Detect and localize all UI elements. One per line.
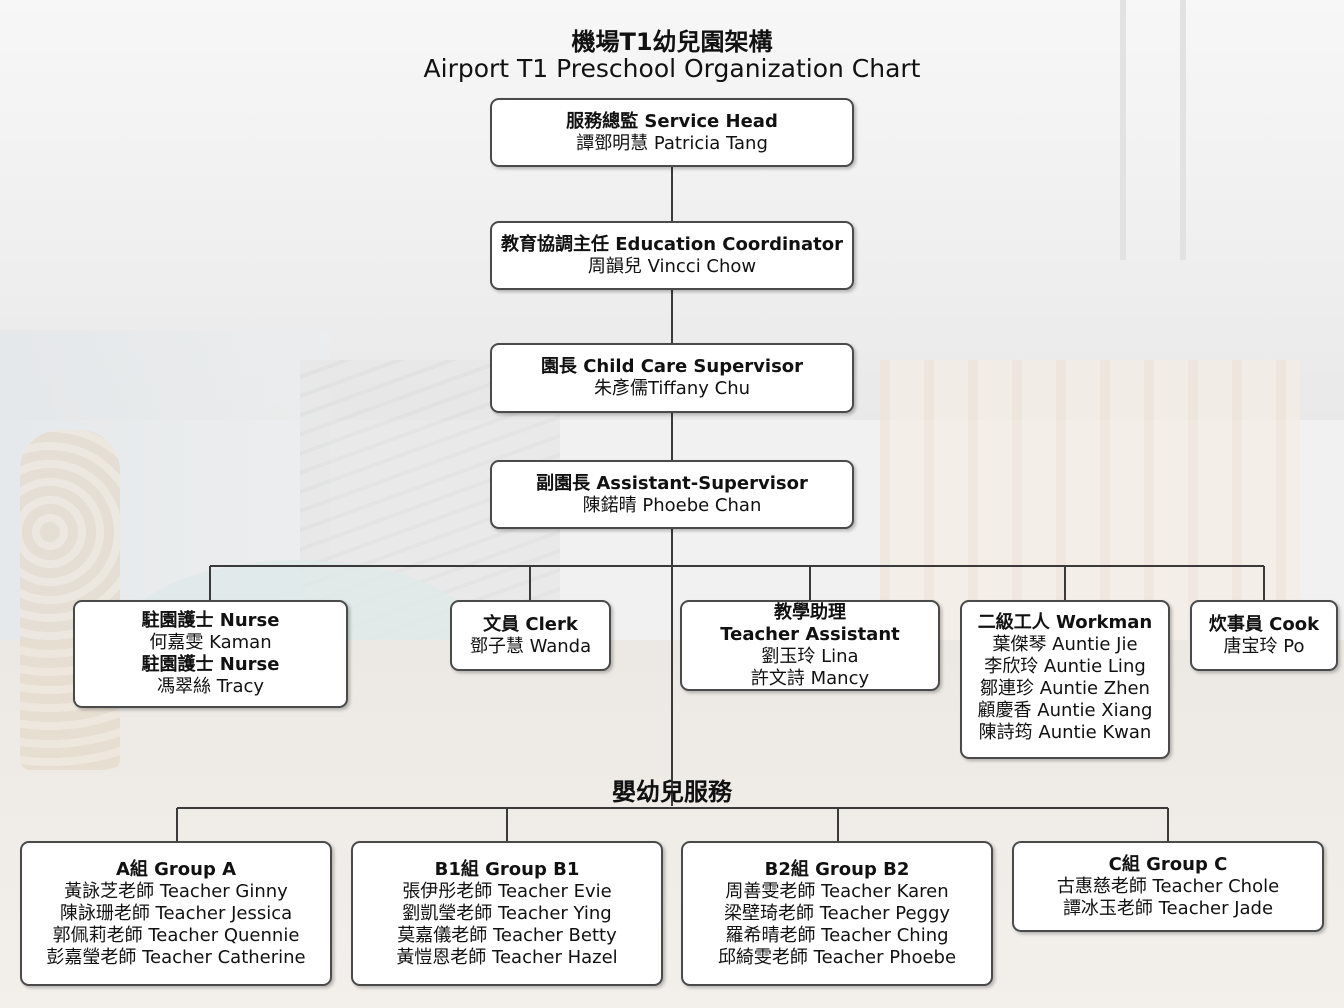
teacher-name: 邱綺雯老師 Teacher Phoebe [717,946,957,968]
group-label: B2組 Group B2 [764,858,910,880]
role-label: 駐園護士 Nurse [141,654,280,675]
role-label: 教育協調主任 Education Coordinator [501,233,843,255]
person-name: 李欣玲 Auntie Ling [984,656,1146,677]
role-label: 炊事員 Cook [1208,613,1320,635]
supervisor-box: 園長 Child Care Supervisor 朱彥儒Tiffany Chu [490,343,854,413]
teacher-name: 周善雯老師 Teacher Karen [725,880,949,902]
cook-box: 炊事員 Cook 唐宝玲 Po [1190,600,1338,671]
teacher-name: 彭嘉瑩老師 Teacher Catherine [46,946,306,968]
clerk-box: 文員 Clerk 鄧子慧 Wanda [450,600,611,671]
person-name: 劉玉玲 Lina [761,645,859,667]
role-label: 副園長 Assistant-Supervisor [536,472,808,494]
teacher-assistant-box: 教學助理 Teacher Assistant 劉玉玲 Lina 許文詩 Manc… [680,600,940,691]
role-label: Teacher Assistant [720,623,900,645]
role-label: 服務總監 Service Head [566,110,778,132]
person-name: 馮翠絲 Tracy [156,676,265,697]
person-name: 朱彥儒Tiffany Chu [593,378,751,399]
person-name: 何嘉雯 Kaman [149,632,272,653]
teacher-name: 莫嘉儀老師 Teacher Betty [397,924,617,946]
service-head-box: 服務總監 Service Head 譚鄧明慧 Patricia Tang [490,98,854,167]
person-name: 陳鍩晴 Phoebe Chan [582,494,762,516]
assistant-supervisor-box: 副園長 Assistant-Supervisor 陳鍩晴 Phoebe Chan [490,460,854,529]
teacher-name: 劉凱瑩老師 Teacher Ying [402,902,612,924]
nurse-box: 駐園護士 Nurse 何嘉雯 Kaman 駐園護士 Nurse 馮翠絲 Trac… [73,600,348,708]
teacher-name: 羅希晴老師 Teacher Ching [725,924,949,946]
role-label: 園長 Child Care Supervisor [540,356,804,377]
teacher-name: 張伊彤老師 Teacher Evie [402,880,612,902]
teacher-name: 黃詠芝老師 Teacher Ginny [64,880,288,902]
teacher-name: 譚冰玉老師 Teacher Jade [1062,897,1274,919]
person-name: 許文詩 Mancy [750,667,870,689]
group-b1-box: B1組 Group B1 張伊彤老師 Teacher Evie 劉凱瑩老師 Te… [351,841,663,986]
role-label: 文員 Clerk [483,613,578,635]
person-name: 葉傑琴 Auntie Jie [992,634,1138,655]
role-label: 教學助理 [774,601,846,623]
person-name: 周韻兒 Vincci Chow [587,255,757,277]
person-name: 唐宝玲 Po [1223,635,1305,657]
section-label: 嬰幼兒服務 [612,778,732,806]
teacher-name: 梁壁琦老師 Teacher Peggy [723,902,951,924]
role-label: 駐園護士 Nurse [141,610,280,631]
teacher-name: 陳詠珊老師 Teacher Jessica [59,902,293,924]
role-label: 二級工人 Workman [977,612,1153,633]
person-name: 陳詩筠 Auntie Kwan [978,722,1152,743]
chart-title-chinese: 機場T1幼兒園架構 [571,28,773,56]
person-name: 顧慶香 Auntie Xiang [977,700,1153,721]
group-label: A組 Group A [115,858,237,880]
teacher-name: 古惠慈老師 Teacher Chole [1056,875,1280,897]
group-b2-box: B2組 Group B2 周善雯老師 Teacher Karen 梁壁琦老師 T… [681,841,993,986]
person-name: 鄧子慧 Wanda [469,635,592,657]
education-coordinator-box: 教育協調主任 Education Coordinator 周韻兒 Vincci … [490,221,854,290]
teacher-name: 黃愷恩老師 Teacher Hazel [396,946,618,968]
group-label: B1組 Group B1 [434,858,580,880]
workman-box: 二級工人 Workman 葉傑琴 Auntie Jie 李欣玲 Auntie L… [960,600,1170,759]
group-c-box: C組 Group C 古惠慈老師 Teacher Chole 譚冰玉老師 Tea… [1012,841,1324,932]
person-name: 譚鄧明慧 Patricia Tang [576,132,768,154]
chart-title-english: Airport T1 Preschool Organization Chart [423,54,921,83]
teacher-name: 郭佩莉老師 Teacher Quennie [52,924,300,946]
group-a-box: A組 Group A 黃詠芝老師 Teacher Ginny 陳詠珊老師 Tea… [20,841,332,986]
person-name: 鄒連珍 Auntie Zhen [980,678,1150,699]
group-label: C組 Group C [1108,853,1228,875]
